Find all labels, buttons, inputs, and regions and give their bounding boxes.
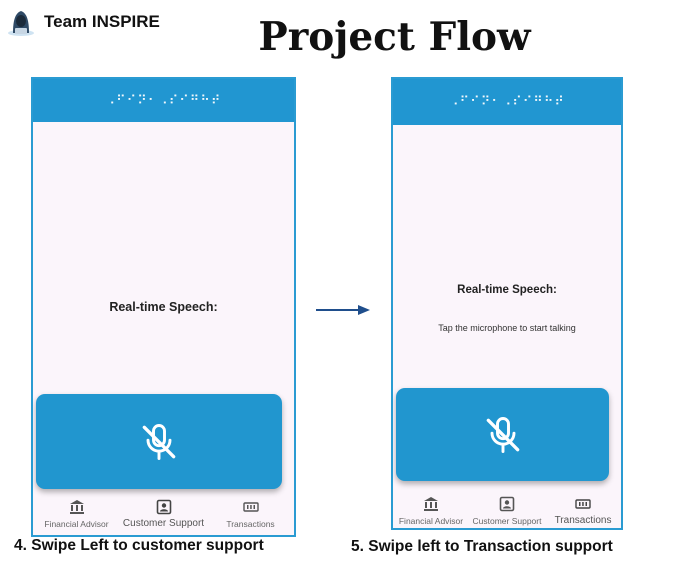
- mic-off-icon: [486, 416, 519, 453]
- transactions-icon: [575, 499, 591, 509]
- speech-label: Real-time Speech:: [109, 300, 218, 314]
- nav-label: Financial Advisor: [398, 516, 464, 526]
- app-bar-title: ⠠⠋⠊⠝⠂⠠⠎⠊⠛⠓⠞: [105, 93, 222, 108]
- bank-icon: [69, 500, 84, 514]
- app-bar: ⠠⠋⠊⠝⠂⠠⠎⠊⠛⠓⠞: [33, 79, 294, 122]
- speech-label: Real-time Speech:: [457, 284, 557, 296]
- flow-arrow-icon: [316, 305, 370, 315]
- nav-item-transactions[interactable]: Transactions: [207, 497, 294, 535]
- nav-label: Financial Advisor: [44, 519, 109, 529]
- nav-label: Customer Support: [472, 516, 542, 526]
- team-header: Team INSPIRE: [6, 6, 160, 38]
- phone-screen-transactions: ⠠⠋⠊⠝⠂⠠⠎⠊⠛⠓⠞ Real-time Speech: Tap the mi…: [391, 77, 623, 530]
- bottom-navigation: Financial Advisor Customer Support Trans…: [393, 494, 621, 528]
- nav-item-transactions[interactable]: Transactions: [545, 494, 621, 528]
- nav-label: Transactions: [226, 519, 275, 529]
- nav-label: Customer Support: [122, 518, 205, 529]
- phone-screen-customer-support: ⠠⠋⠊⠝⠂⠠⠎⠊⠛⠓⠞ Real-time Speech: Financial …: [31, 77, 296, 537]
- transactions-icon: [242, 502, 259, 512]
- team-name: Team INSPIRE: [44, 12, 160, 31]
- contact-card-icon: [156, 499, 171, 515]
- step-caption-5: 5. Swipe left to Transaction support: [351, 538, 613, 555]
- bank-icon: [424, 497, 438, 511]
- microphone-button[interactable]: [36, 394, 282, 489]
- app-bar: ⠠⠋⠊⠝⠂⠠⠎⠊⠛⠓⠞: [393, 79, 621, 125]
- bottom-navigation: Financial Advisor Customer Support Trans…: [33, 497, 294, 535]
- nav-item-customer-support[interactable]: Customer Support: [120, 497, 207, 535]
- nav-label: Transactions: [554, 515, 612, 526]
- mic-off-icon: [142, 423, 176, 460]
- hacker-avatar-icon: [8, 11, 34, 36]
- nav-item-customer-support[interactable]: Customer Support: [469, 494, 545, 528]
- contact-card-icon: [499, 496, 515, 512]
- step-caption-4: 4. Swipe Left to customer support: [14, 537, 264, 554]
- speech-hint: Tap the microphone to start talking: [438, 323, 576, 333]
- page-title: Project Flow: [258, 14, 531, 60]
- app-bar-title: ⠠⠋⠊⠝⠂⠠⠎⠊⠛⠓⠞: [449, 94, 565, 110]
- microphone-button[interactable]: [396, 388, 609, 481]
- nav-item-financial-advisor[interactable]: Financial Advisor: [33, 497, 120, 535]
- nav-item-financial-advisor[interactable]: Financial Advisor: [393, 494, 469, 528]
